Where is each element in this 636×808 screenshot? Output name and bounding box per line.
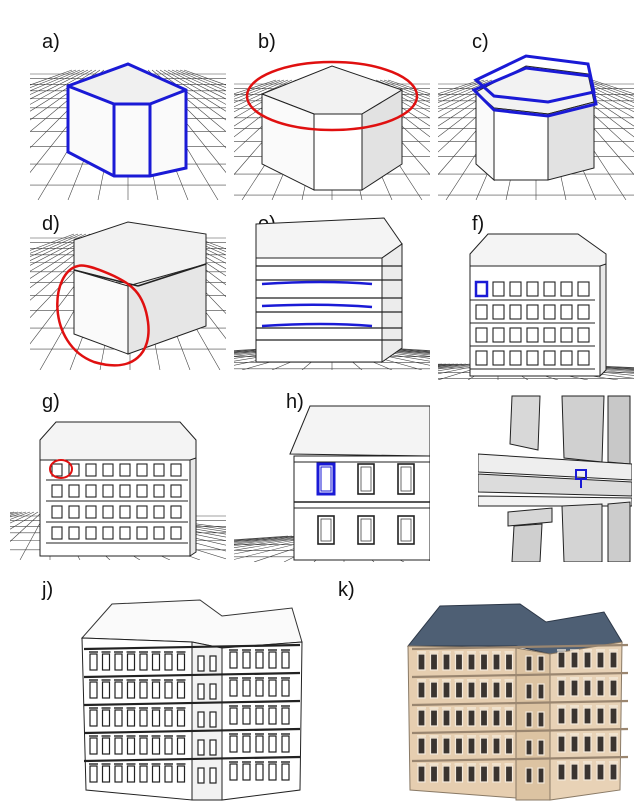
panel-e (234, 214, 430, 370)
floor-division-strokes (261, 280, 373, 328)
left-facade (81, 637, 193, 801)
panel-h-label: h) (286, 391, 304, 413)
panel-a (30, 52, 226, 200)
panel-f (438, 214, 634, 380)
textured-roof (406, 603, 623, 655)
panel-h (234, 398, 430, 562)
panel-b-label: b) (258, 31, 276, 53)
panel-g (10, 412, 226, 560)
panel-g-label: g) (42, 391, 60, 413)
roof-ledge-outline-bottom (471, 66, 598, 118)
selected-window (316, 462, 336, 496)
corner-facade (191, 641, 223, 801)
panel-f-label: f) (472, 213, 485, 235)
panel-i-drawing (478, 392, 632, 562)
facade-closeup (478, 395, 632, 562)
panel-e-drawing (234, 217, 430, 370)
panel-a-label: a) (42, 31, 60, 53)
panel-k-drawing (406, 603, 629, 801)
panel-d (30, 214, 226, 370)
roof-circle-gesture (245, 60, 419, 132)
textured-window-rows (411, 643, 629, 784)
panel-g-drawing (10, 421, 226, 560)
panel-i (478, 392, 632, 562)
panel-f-drawing (438, 233, 634, 380)
panel-j (72, 590, 316, 802)
panel-a-drawing (30, 62, 226, 200)
window-sketch-stroke (474, 280, 489, 298)
panel-h-drawing (234, 405, 430, 562)
panel-d-label: d) (42, 213, 60, 235)
footprint-outline-stroke (66, 62, 188, 178)
panel-k-label: k) (338, 579, 355, 601)
panel-b (234, 52, 430, 200)
wall-circle-gesture (56, 264, 150, 367)
ornate-windows (316, 462, 415, 545)
panel-k (400, 590, 636, 802)
panel-c-drawing (438, 54, 634, 200)
panel-d-drawing (30, 221, 226, 370)
panel-c (438, 52, 634, 200)
textured-corner-facade (515, 647, 551, 801)
window-grid (46, 463, 188, 544)
ornate-window-rows (83, 643, 301, 784)
window-grid (470, 281, 595, 370)
panel-b-drawing (234, 60, 430, 200)
panel-j-label: j) (42, 579, 54, 601)
window-circle-gesture (49, 459, 73, 479)
panel-j-drawing (80, 599, 303, 801)
floor-lines (256, 265, 402, 341)
panel-c-label: c) (472, 31, 489, 53)
